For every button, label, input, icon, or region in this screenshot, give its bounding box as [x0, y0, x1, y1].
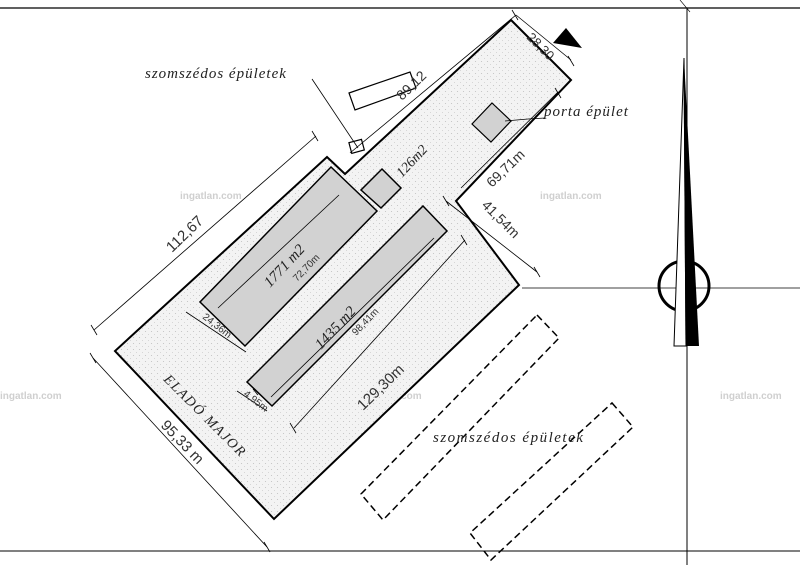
barn-1435: [245, 204, 449, 408]
watermark-text: ingatlan.com: [180, 191, 242, 202]
label-neighbor-bottom: szomszédos épületek: [433, 430, 584, 446]
dim-89: 89,12: [393, 67, 429, 103]
watermark-text: ingatlan.com: [0, 391, 62, 402]
watermark-text: ingatlan.com: [720, 391, 782, 402]
buildings: [198, 102, 512, 408]
gatehouse-building: [471, 102, 512, 143]
barn-1771: [198, 165, 379, 348]
watermark-text: ingatlan.com: [540, 191, 602, 202]
dim-112: 112,67: [163, 213, 207, 256]
dim-41: 41,54m: [479, 197, 523, 241]
small-building: [359, 167, 403, 210]
label-gatehouse: porta épület: [543, 104, 629, 120]
plot-outline: [113, 18, 573, 521]
label-neighbor-top: szomszédos épületek: [145, 66, 287, 82]
dimension-lines: [89, 9, 575, 553]
north-arrow-icon: [553, 28, 711, 347]
neighbor-buildings-bottom: [359, 313, 635, 562]
